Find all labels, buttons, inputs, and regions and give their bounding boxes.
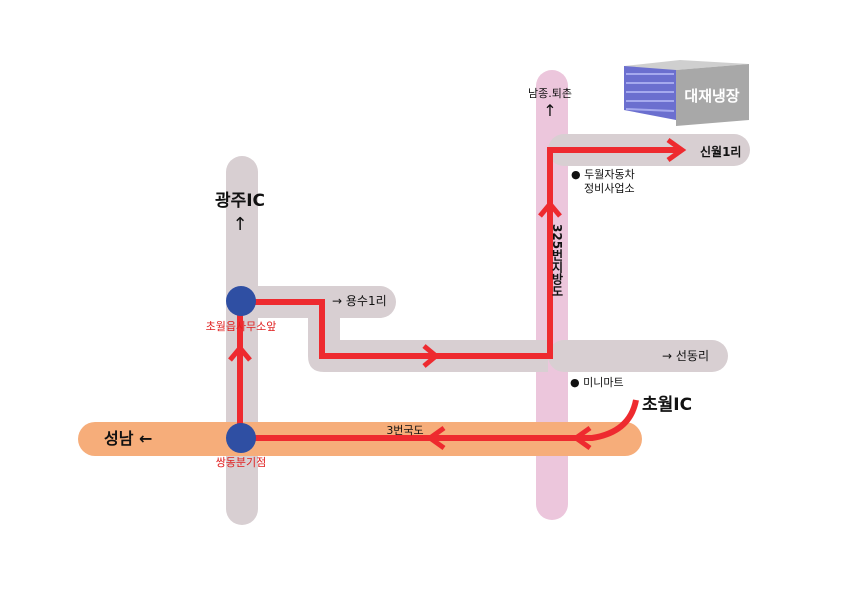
label-namjong: 남종.퇴촌 (528, 87, 572, 100)
road-seondong (548, 340, 728, 372)
label-seondong: → 선동리 (662, 349, 709, 363)
label-sinwol: 신월1리 (700, 144, 741, 159)
junction-dot-icon (226, 286, 256, 316)
label-duwol-line1: ● 두월자동차 (571, 168, 635, 181)
label-seongnam: 성남 ← (104, 429, 152, 448)
route-line (237, 147, 680, 441)
label-namjong-arrow: ↑ (543, 101, 556, 120)
label-route-3: 3번국도 (386, 424, 423, 437)
label-choweol-ic: 초월IC (642, 395, 692, 415)
roads (78, 70, 750, 525)
route-arrow-icon (228, 137, 687, 451)
label-duwol-line2: 정비사업소 (584, 182, 635, 195)
label-route-325: 325번지방도 (550, 224, 564, 297)
junction-dot-icon (226, 423, 256, 453)
label-mini-mart: ● 미니마트 (570, 376, 624, 389)
label-gwangju-ic: 광주IC (215, 191, 265, 211)
label-ssangdong: 쌍동분기점 (216, 456, 267, 469)
building-label: 대재냉장 (684, 87, 739, 105)
label-gwangju-arrow: ↑ (232, 214, 247, 235)
building-icon (624, 60, 749, 126)
label-choweol-office: 초월읍사무소앞 (206, 320, 277, 333)
label-yongsu: → 용수1리 (332, 294, 387, 308)
